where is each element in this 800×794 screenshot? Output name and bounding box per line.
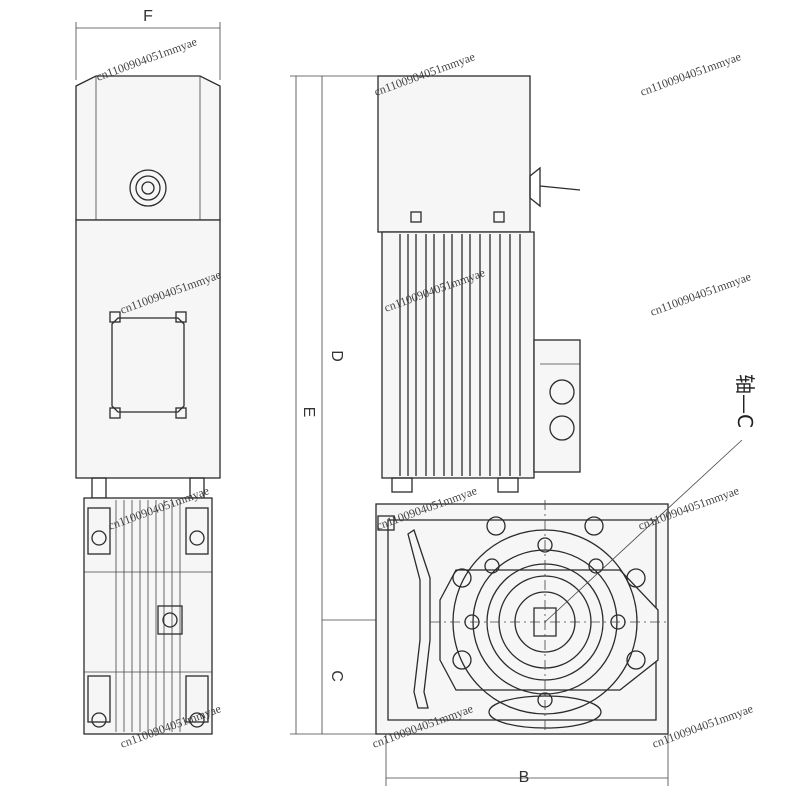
dimension-f: F xyxy=(75,8,221,80)
release-lever xyxy=(407,528,431,709)
shaft-c-label: 轴—C xyxy=(733,374,757,428)
left-side-view: F xyxy=(75,8,221,735)
right-front-view: E D C xyxy=(290,75,757,786)
dimension-label-e: E xyxy=(300,407,317,418)
dimension-label-f: F xyxy=(143,8,153,25)
motor-body xyxy=(75,219,221,479)
shaft-leader: 轴—C xyxy=(544,374,757,623)
cable-outlet xyxy=(529,166,581,208)
motor-end-cap xyxy=(75,75,221,221)
dimension-e: E xyxy=(290,75,384,735)
cable-gland-icon xyxy=(129,169,167,207)
motor-finned-body xyxy=(381,231,535,479)
dimension-b: B xyxy=(385,734,669,786)
output-shaft-side xyxy=(157,605,183,635)
dimension-label-c: C xyxy=(328,670,345,682)
watermark-text: cn1100904051mmyae xyxy=(648,269,753,318)
side-terminal-box xyxy=(533,339,581,473)
mounting-holes-left xyxy=(87,507,209,728)
terminal-box xyxy=(109,311,187,419)
watermark-text: cn1100904051mmyae xyxy=(638,49,743,98)
dimension-d: D xyxy=(321,76,345,620)
dimension-label-b: B xyxy=(519,769,530,786)
motor-housing-top xyxy=(377,75,531,233)
dimension-label-d: D xyxy=(328,350,345,362)
gearbox-fins xyxy=(115,500,181,732)
motor-fins xyxy=(399,234,521,476)
